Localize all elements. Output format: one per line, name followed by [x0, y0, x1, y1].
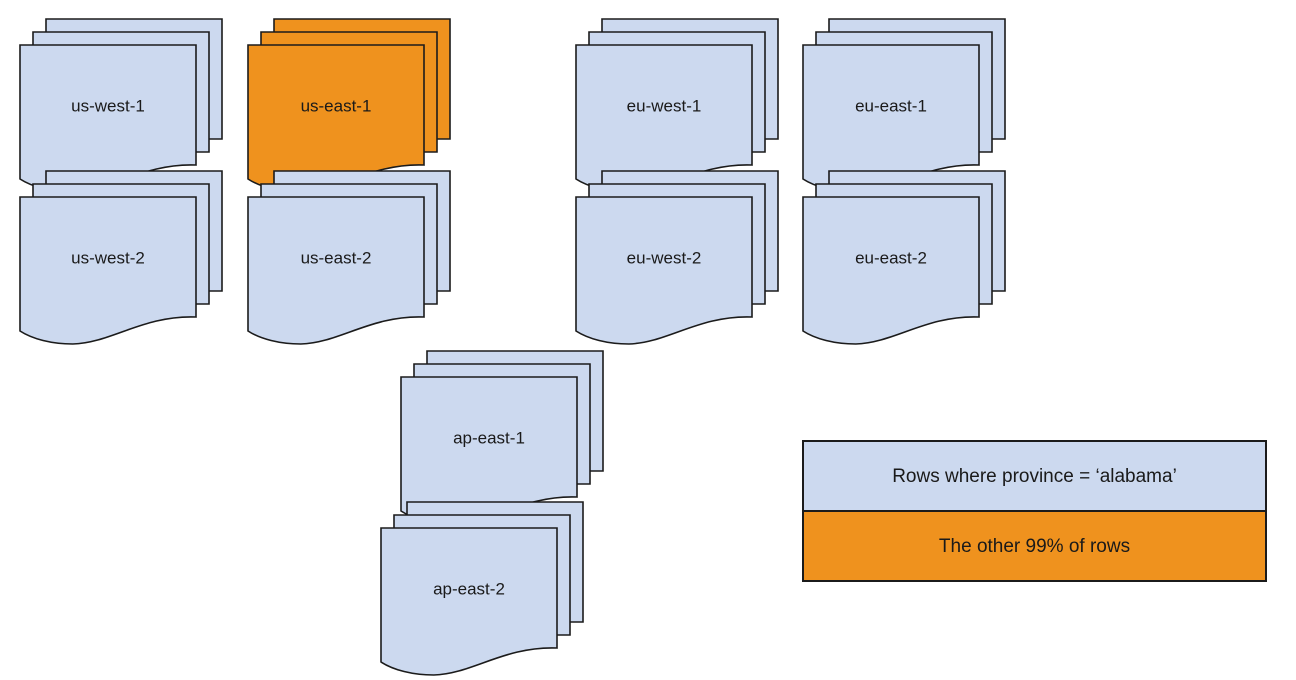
- document-stack-ap-east-1[interactable]: ap-east-1: [400, 350, 604, 525]
- document-sheet-front: [802, 196, 980, 345]
- legend-row-other-label: The other 99% of rows: [939, 536, 1130, 557]
- document-stack-label-us-west-2: us-west-2: [71, 248, 145, 267]
- legend-row-matching-label: Rows where province = ‘alabama’: [892, 466, 1177, 487]
- document-stack-label-ap-east-2: ap-east-2: [433, 579, 505, 598]
- document-sheet-front: [802, 44, 980, 193]
- document-stack-eu-east-2[interactable]: eu-east-2: [802, 170, 1006, 345]
- document-stack-label-ap-east-1: ap-east-1: [453, 428, 525, 447]
- document-sheet-front: [19, 196, 197, 345]
- document-sheet-front: [19, 44, 197, 193]
- document-sheet-front: [247, 44, 425, 193]
- document-stack-eu-east-1[interactable]: eu-east-1: [802, 18, 1006, 193]
- document-stack-label-us-west-1: us-west-1: [71, 96, 145, 115]
- legend-row-other[interactable]: [802, 510, 1267, 582]
- document-stack-us-east-2[interactable]: us-east-2: [247, 170, 451, 345]
- document-stack-us-west-2[interactable]: us-west-2: [19, 170, 223, 345]
- legend: Rows where province = ‘alabama’ The other…: [802, 440, 1267, 582]
- legend-row-matching[interactable]: [802, 440, 1267, 512]
- document-stack-label-eu-east-2: eu-east-2: [855, 248, 927, 267]
- document-stack-eu-west-1[interactable]: eu-west-1: [575, 18, 779, 193]
- document-stack-us-east-1[interactable]: us-east-1: [247, 18, 451, 193]
- document-stack-label-us-east-2: us-east-2: [301, 248, 372, 267]
- document-sheet-front: [247, 196, 425, 345]
- document-stack-ap-east-2[interactable]: ap-east-2: [380, 501, 584, 676]
- document-sheet-front: [380, 527, 558, 676]
- document-stack-label-eu-east-1: eu-east-1: [855, 96, 927, 115]
- document-stack-label-eu-west-2: eu-west-2: [627, 248, 702, 267]
- document-stack-us-west-1[interactable]: us-west-1: [19, 18, 223, 193]
- document-stack-group-layer: us-west-1 us-east-1 eu-west-1 eu-east-1 us-w…: [19, 18, 1006, 676]
- document-sheet-front: [575, 44, 753, 193]
- document-stack-eu-west-2[interactable]: eu-west-2: [575, 170, 779, 345]
- document-sheet-front: [575, 196, 753, 345]
- document-stack-label-eu-west-1: eu-west-1: [627, 96, 702, 115]
- document-stack-label-us-east-1: us-east-1: [301, 96, 372, 115]
